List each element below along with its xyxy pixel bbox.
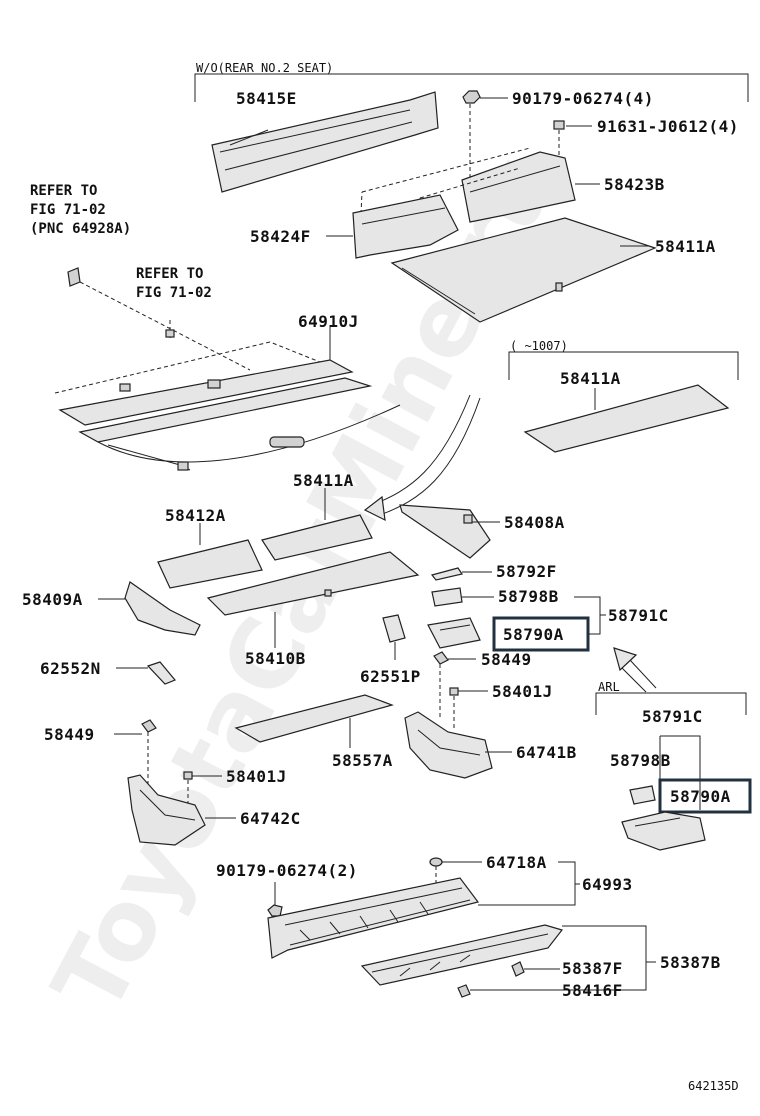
part-label-58791C[interactable]: 58791C [608,606,669,625]
part-58557A-mat[interactable] [234,694,394,743]
condition-label-arl: ARL [598,680,620,694]
nut-58449-left-icon [114,719,157,790]
part-58424F-bracket[interactable] [352,194,459,259]
part-label-64742C[interactable]: 64742C [240,809,301,828]
part-58792F-clip[interactable] [430,567,463,581]
part-label-58401J-right[interactable]: 58401J [492,682,553,701]
part-label-58415E[interactable]: 58415E [236,89,297,108]
part-label-58412A[interactable]: 58412A [165,506,226,525]
arl-bracket: ARL [595,680,747,715]
part-label-90179-06274-2[interactable]: 90179-06274(2) [216,861,358,880]
part-58410B-deck-board[interactable] [206,551,420,616]
part-62552N-hook[interactable] [146,661,176,685]
nut-58449-right-icon [433,651,476,720]
part-64742C-tray[interactable] [127,774,206,846]
part-label-58423B[interactable]: 58423B [604,175,665,194]
part-58387B-scuff-plate[interactable] [360,924,564,986]
diagram-code: 642135D [688,1079,739,1093]
part-58409A-side-trim[interactable] [124,581,201,636]
part-label-58557A[interactable]: 58557A [332,751,393,770]
part-label-62551P[interactable]: 62551P [360,667,421,686]
part-64910J-tonneau-cover[interactable] [54,341,401,471]
part-label-58411A-top[interactable]: 58411A [655,237,716,256]
screw-91631-icon [553,120,592,170]
part-58408A-side-panel[interactable] [399,504,491,559]
clip-64928A-icon [67,267,251,371]
arrow-up-left-icon [613,647,657,693]
part-label-58798B-arl[interactable]: 58798B [610,751,671,770]
part-label-58790A[interactable]: 58790A [503,625,564,644]
refer-note-1-line3: (PNC 64928A) [30,221,131,237]
highlight-box-58790A-arl [658,778,752,814]
refer-note-1: REFER TO FIG 71-02 (PNC 64928A) [30,183,131,237]
part-label-64993[interactable]: 64993 [582,875,633,894]
part-64741B-tray[interactable] [404,711,493,779]
part-58411A-board-center[interactable] [261,514,373,561]
part-label-64718A[interactable]: 64718A [486,853,547,872]
clip-icon [165,329,175,338]
part-label-64741B[interactable]: 64741B [516,743,577,762]
part-label-58411A-mid[interactable]: 58411A [560,369,621,388]
part-58790A-holder[interactable] [427,617,481,649]
part-label-58792F[interactable]: 58792F [496,562,557,581]
part-label-58409A[interactable]: 58409A [22,590,83,609]
part-58790A-arl-holder[interactable] [621,811,706,851]
clip-64718A-icon [429,857,482,885]
refer-note-1-line2: FIG 71-02 [30,202,106,218]
part-label-58449-right[interactable]: 58449 [481,650,532,669]
part-label-91631-J0612-4[interactable]: 91631-J0612(4) [597,117,739,136]
date-range-bracket: ( ~1007) [508,339,739,380]
part-label-58410B[interactable]: 58410B [245,649,306,668]
part-58415E-panel[interactable] [211,91,439,193]
bolt-90179-icon [462,90,508,190]
refer-note-2-line1: REFER TO [136,266,203,282]
part-label-58387B[interactable]: 58387B [660,953,721,972]
clip-58387F-icon [511,961,560,977]
part-58411A-alt-board[interactable] [523,384,730,453]
refer-note-2-line2: FIG 71-02 [136,285,212,301]
part-58423B-bracket[interactable] [461,151,576,223]
part-58798B-arl-holder[interactable] [629,785,656,805]
clip-58416F-icon [457,984,471,998]
bolt-90179-2-icon [267,882,283,917]
condition-label-date: ( ~1007) [510,339,568,353]
part-64993-sill-plate[interactable] [267,877,480,959]
screw-58401J-right-icon [449,687,488,730]
part-label-90179-06274-4[interactable]: 90179-06274(4) [512,89,654,108]
part-label-58411A-center[interactable]: 58411A [293,471,354,490]
part-label-58401J-left[interactable]: 58401J [226,767,287,786]
part-label-58798B[interactable]: 58798B [498,587,559,606]
part-label-58791C-arl[interactable]: 58791C [642,707,703,726]
part-58412A-board[interactable] [157,539,263,589]
part-label-58416F[interactable]: 58416F [562,981,623,1000]
part-label-58424F[interactable]: 58424F [250,227,311,246]
part-label-58387F[interactable]: 58387F [562,959,623,978]
part-58411A-floor-board[interactable] [390,217,657,323]
part-label-64910J[interactable]: 64910J [298,312,359,331]
part-58798B-holder[interactable] [431,587,463,607]
part-label-58449-left[interactable]: 58449 [44,725,95,744]
part-label-62552N[interactable]: 62552N [40,659,101,678]
curved-arrow-icon [363,394,481,522]
part-label-58408A[interactable]: 58408A [504,513,565,532]
refer-note-1-line1: REFER TO [30,183,97,199]
part-label-58790A-arl[interactable]: 58790A [670,787,731,806]
condition-label-wo-seat: W/O(REAR NO.2 SEAT) [196,61,333,75]
wo-rear-seat-bracket: W/O(REAR NO.2 SEAT) [194,61,749,102]
part-62551P-block[interactable] [382,614,406,643]
refer-note-2: REFER TO FIG 71-02 [136,266,212,301]
